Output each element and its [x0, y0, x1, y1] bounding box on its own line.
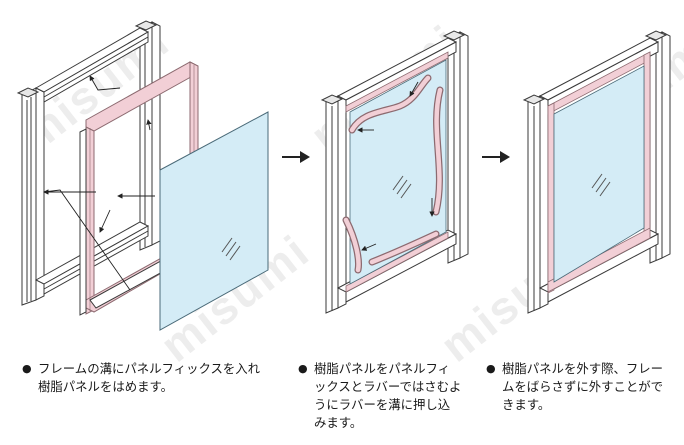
panel-fix-rubber — [547, 51, 651, 294]
resin-panel — [553, 65, 645, 283]
arrow-right-icon — [482, 151, 510, 163]
aluminum-frame — [16, 20, 161, 306]
step-2-text: 樹脂パネルをパネルフィ ックスとラバーではさむよ うにラバーを溝に押し込 みます… — [314, 361, 462, 430]
step-2-illustration — [320, 30, 469, 314]
step-3-text: 樹脂パネルを外す際、フレー ムをばらさずに外すことがで きます。 — [502, 361, 664, 412]
bullet-icon: ● — [298, 362, 308, 375]
step-1-text: フレームの溝にパネルフィックスを入れ 樹脂パネルをはめます。 — [38, 361, 261, 394]
resin-panel — [159, 111, 269, 331]
step-1-caption: ● フレームの溝にパネルフィックスを入れ 樹脂パネルをはめます。 — [22, 360, 292, 396]
bullet-icon: ● — [22, 362, 32, 375]
step-3-illustration — [522, 30, 671, 314]
bullet-icon: ● — [486, 362, 496, 375]
step-1-illustration — [16, 20, 269, 331]
leader-arrows — [357, 81, 435, 251]
step-2-caption: ● 樹脂パネルをパネルフィ ックスとラバーではさむよ うにラバーを溝に押し込 み… — [298, 360, 478, 432]
leader-arrows — [43, 75, 155, 291]
step-3-caption: ● 樹脂パネルを外す際、フレー ムをばらさずに外すことがで きます。 — [486, 360, 682, 414]
arrow-right-icon — [282, 151, 310, 163]
